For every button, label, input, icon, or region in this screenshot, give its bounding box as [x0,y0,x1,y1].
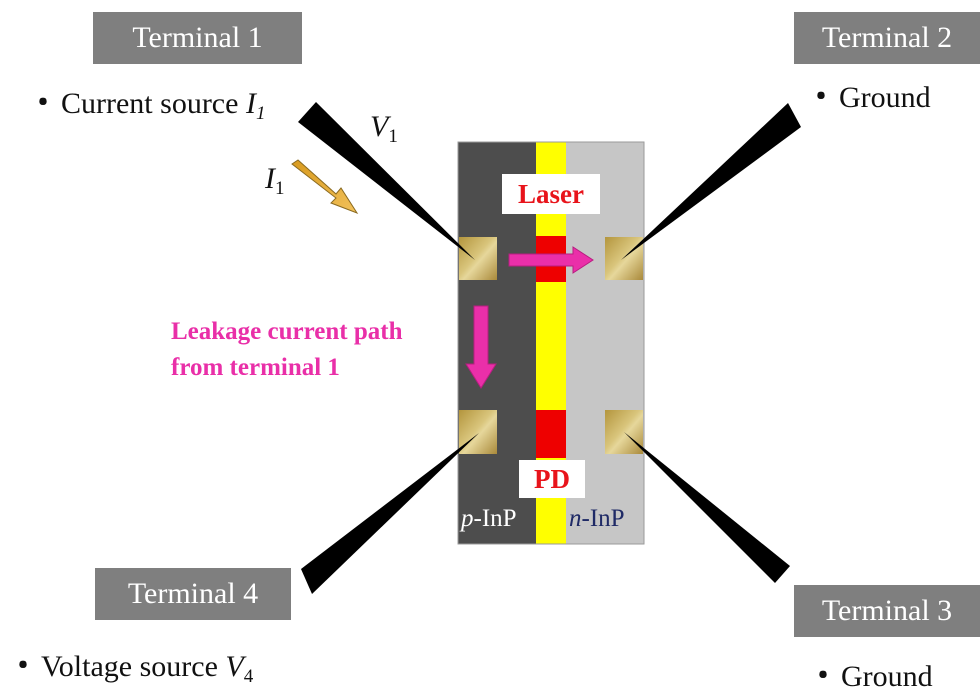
v1-label: V1 [370,110,398,148]
leakage-arrow-vertical [465,305,497,389]
n-italic: n [569,505,582,532]
terminal-2-role: ・Ground [806,72,931,116]
p-rest: -InP [473,505,517,532]
pad-terminal-2 [605,237,643,280]
pd-active-section [536,410,566,458]
role-var: V [225,650,244,683]
terminal-1-role: ・Current source I1 [28,78,265,125]
i1-sub: 1 [275,178,285,199]
leakage-line-1: Leakage current path [171,318,403,345]
pd-label: PD [519,460,585,498]
role-var: I [245,87,256,120]
terminal-4-role: ・Voltage source V4 [8,641,253,688]
probe-needle-3 [624,432,790,583]
laser-label: Laser [502,174,600,214]
role-sub: 1 [255,103,266,124]
leakage-line-2: from terminal 1 [171,354,340,381]
bullet: ・ [806,81,836,114]
v1-var: V [370,110,389,143]
leakage-label: Leakage current path from terminal 1 [171,314,402,386]
terminal-3-box: Terminal 3 [794,585,980,637]
probe-needle-2 [621,103,801,260]
current-arrow-i1 [291,159,359,215]
v1-sub: 1 [388,126,398,147]
role-text: Current source [61,87,246,120]
i1-label: I1 [265,162,285,200]
i1-var: I [265,162,275,195]
bullet: ・ [28,87,58,120]
n-inp-label: n-InP [569,505,625,533]
role-text: Ground [841,660,933,693]
pad-terminal-1 [459,237,497,280]
terminal-3-role: ・Ground [808,651,933,695]
role-text: Ground [839,81,931,114]
probe-needle-1 [298,102,475,260]
n-rest: -InP [581,505,625,532]
terminal-2-box: Terminal 2 [794,12,980,64]
bullet: ・ [808,660,838,693]
pad-terminal-4 [459,410,497,454]
current-arrow-horizontal [508,246,594,274]
role-text: Voltage source [41,650,226,683]
terminal-1-box: Terminal 1 [93,12,302,64]
terminal-4-box: Terminal 4 [95,568,291,620]
bullet: ・ [8,650,38,683]
p-italic: p [461,505,474,532]
chip-outline [457,141,645,545]
probe-needle-4 [301,433,479,594]
p-inp-label: p-InP [461,505,517,533]
role-sub: 4 [243,666,254,687]
